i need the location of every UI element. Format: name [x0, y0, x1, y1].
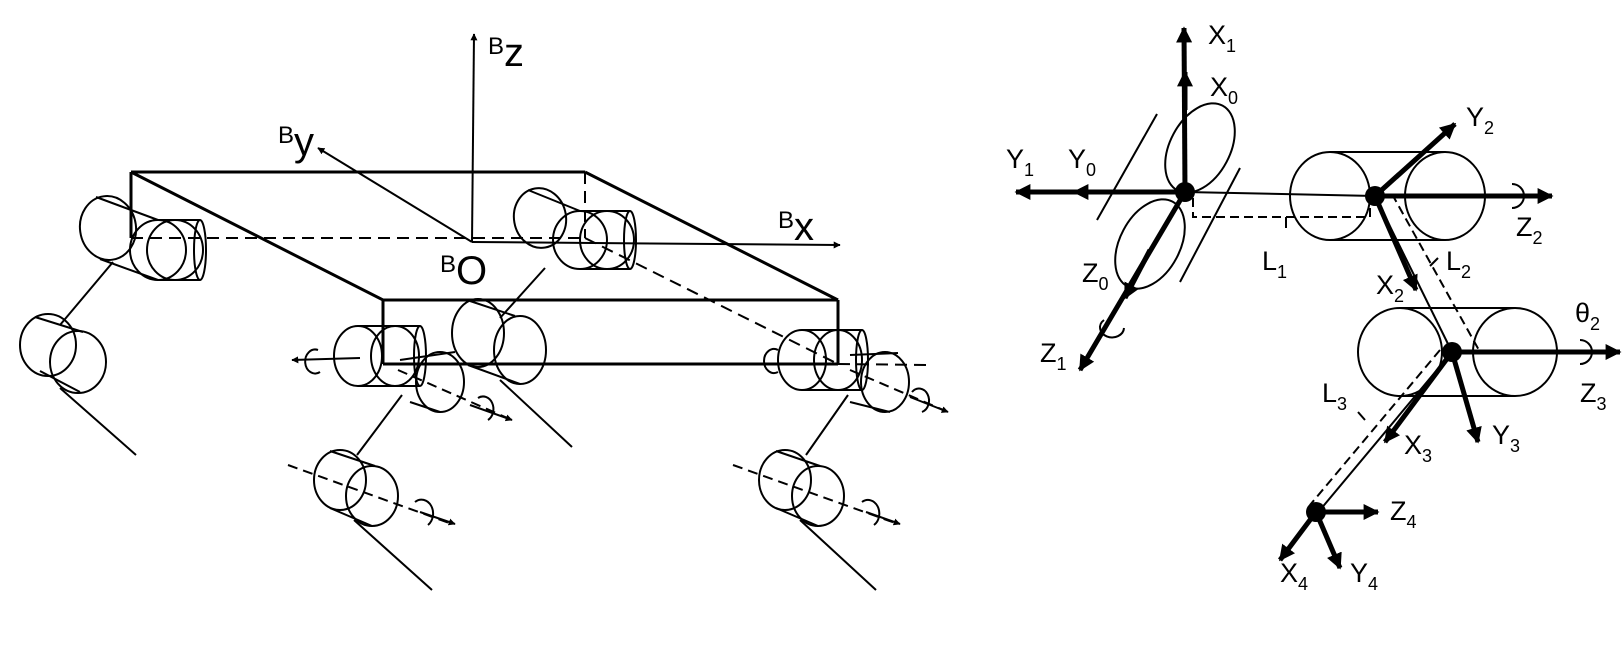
body-frame-labels: Bz By Bx BO — [278, 31, 814, 293]
body-z-base: z — [504, 31, 524, 75]
body-z-axis — [470, 33, 478, 243]
y4-label: Y4 — [1350, 558, 1378, 594]
body-origin-base: O — [456, 249, 487, 293]
body-x-label: Bx — [778, 205, 814, 249]
l1-label: L1 — [1262, 246, 1287, 282]
body-y-axis — [317, 147, 473, 243]
body-origin-label: BO — [440, 249, 487, 293]
x1-label: X1 — [1208, 20, 1236, 56]
quadruped-body-diagram — [19, 33, 949, 591]
z3-label: Z3 — [1580, 378, 1607, 414]
body-y-base: y — [294, 120, 314, 164]
x0-label: X0 — [1210, 72, 1238, 108]
y2-label: Y2 — [1466, 102, 1494, 138]
x3-label: X3 — [1404, 430, 1432, 466]
z2-label: Z2 — [1516, 212, 1543, 248]
x2-label: X2 — [1376, 270, 1404, 306]
z1-label: Z1 — [1040, 338, 1067, 374]
body-x-base: x — [794, 205, 814, 249]
body-x-sup: B — [778, 207, 794, 234]
l3-label: L3 — [1322, 378, 1347, 414]
body-frame-axes — [317, 33, 841, 249]
dimension-lines — [1192, 193, 1481, 506]
y3-label: Y3 — [1492, 420, 1520, 456]
z4-label: Z4 — [1390, 496, 1417, 532]
back-right-hip — [732, 329, 949, 591]
leg-frame-labels: X1 X0 Y1 Y0 Z0 Z1 L1 Y2 Z2 X2 L2 θ2 Z3 Y… — [1006, 20, 1607, 594]
front-right-hip — [287, 325, 513, 591]
z0-label: Z0 — [1082, 258, 1109, 294]
body-hidden-edges — [131, 172, 931, 366]
y0-label: Y0 — [1068, 144, 1096, 180]
frame-2-axes — [1365, 122, 1554, 292]
leg-kinematic-diagram — [1014, 26, 1622, 570]
body-y-label: By — [278, 120, 314, 164]
body-x-axis — [471, 241, 841, 249]
l2-label: L2 — [1446, 246, 1471, 282]
frame-4-axes — [1278, 502, 1380, 570]
hip-abduction-cylinder — [1096, 102, 1241, 290]
x4-label: X4 — [1280, 558, 1308, 594]
body-z-label: Bz — [488, 31, 524, 75]
frame-3-axes — [1382, 339, 1622, 444]
front-left-hip — [19, 195, 207, 456]
theta2-label: θ2 — [1575, 298, 1600, 334]
y1-label: Y1 — [1006, 144, 1034, 180]
body-y-sup: B — [278, 122, 294, 149]
body-origin-sup: B — [440, 251, 456, 278]
body-z-sup: B — [488, 33, 504, 60]
back-left-hip — [451, 187, 637, 448]
frame-01-axes — [1014, 26, 1195, 372]
